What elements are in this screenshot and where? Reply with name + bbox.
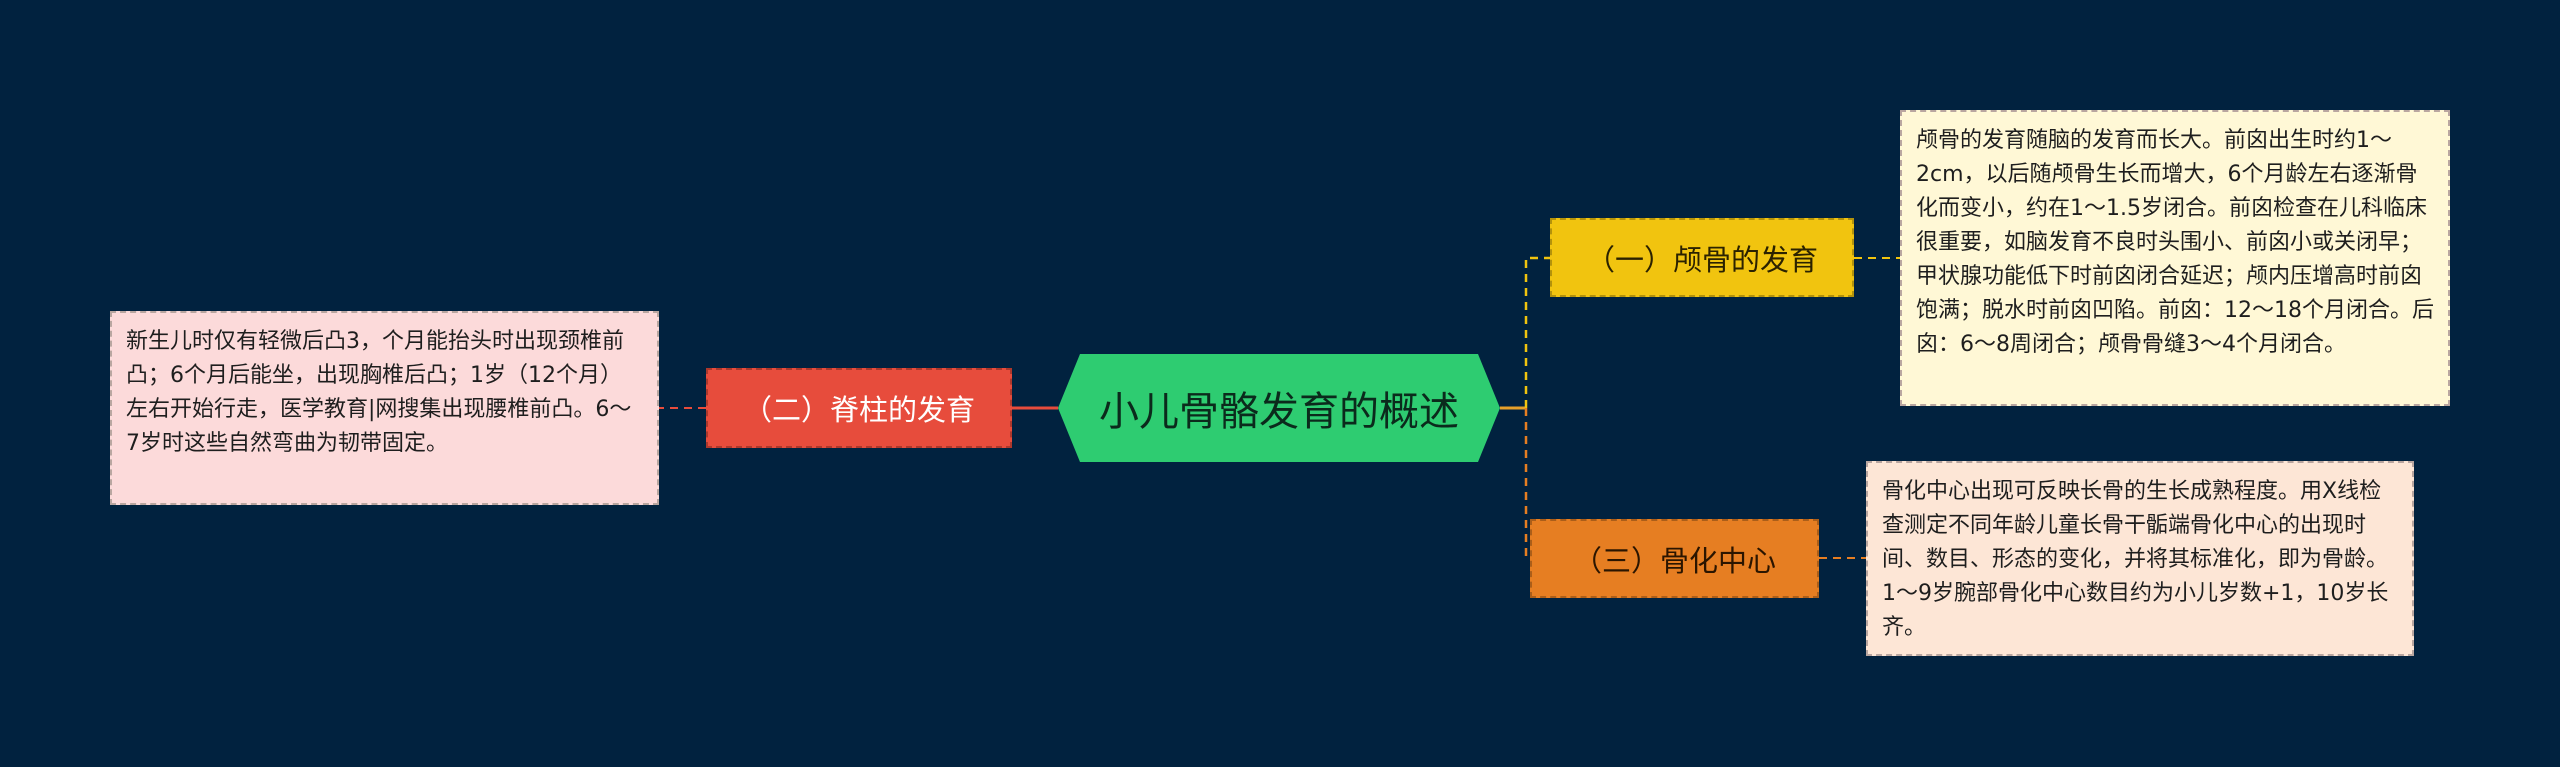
detail-ossification-center[interactable]: 骨化中心出现可反映长骨的生长成熟程度。用X线检查测定不同年龄儿童长骨干骺端骨化中… — [1866, 461, 2414, 656]
detail-ossification-text: 骨化中心出现可反映长骨的生长成熟程度。用X线检查测定不同年龄儿童长骨干骺端骨化中… — [1882, 479, 2389, 640]
detail-spine-text: 新生儿时仅有轻微后凸3，个月能抬头时出现颈椎前凸；6个月后能坐，出现胸椎后凸；1… — [126, 329, 632, 456]
branch-skull-label: （一）颅骨的发育 — [1585, 242, 1818, 277]
branch-spine-label: （二）脊柱的发育 — [742, 393, 975, 427]
branch-ossification-label: （三）骨化中心 — [1572, 543, 1776, 578]
connector-center-bottom — [1524, 408, 1530, 560]
branch-ossification-center[interactable]: （三）骨化中心 — [1530, 519, 1819, 598]
central-topic-label: 小儿骨骼发育的概述 — [1099, 389, 1459, 435]
detail-spine-development[interactable]: 新生儿时仅有轻微后凸3，个月能抬头时出现颈椎前凸；6个月后能坐，出现胸椎后凸；1… — [110, 311, 659, 505]
branch-skull-development[interactable]: （一）颅骨的发育 — [1550, 218, 1854, 297]
detail-skull-text: 颅骨的发育随脑的发育而长大。前囟出生时约1～2cm，以后随颅骨生长而增大，6个月… — [1916, 128, 2434, 357]
detail-skull-development[interactable]: 颅骨的发育随脑的发育而长大。前囟出生时约1～2cm，以后随颅骨生长而增大，6个月… — [1900, 110, 2450, 406]
connector-center-top — [1524, 256, 1550, 408]
branch-spine-development[interactable]: （二）脊柱的发育 — [706, 368, 1012, 448]
central-topic[interactable]: 小儿骨骼发育的概述 — [1058, 354, 1500, 462]
